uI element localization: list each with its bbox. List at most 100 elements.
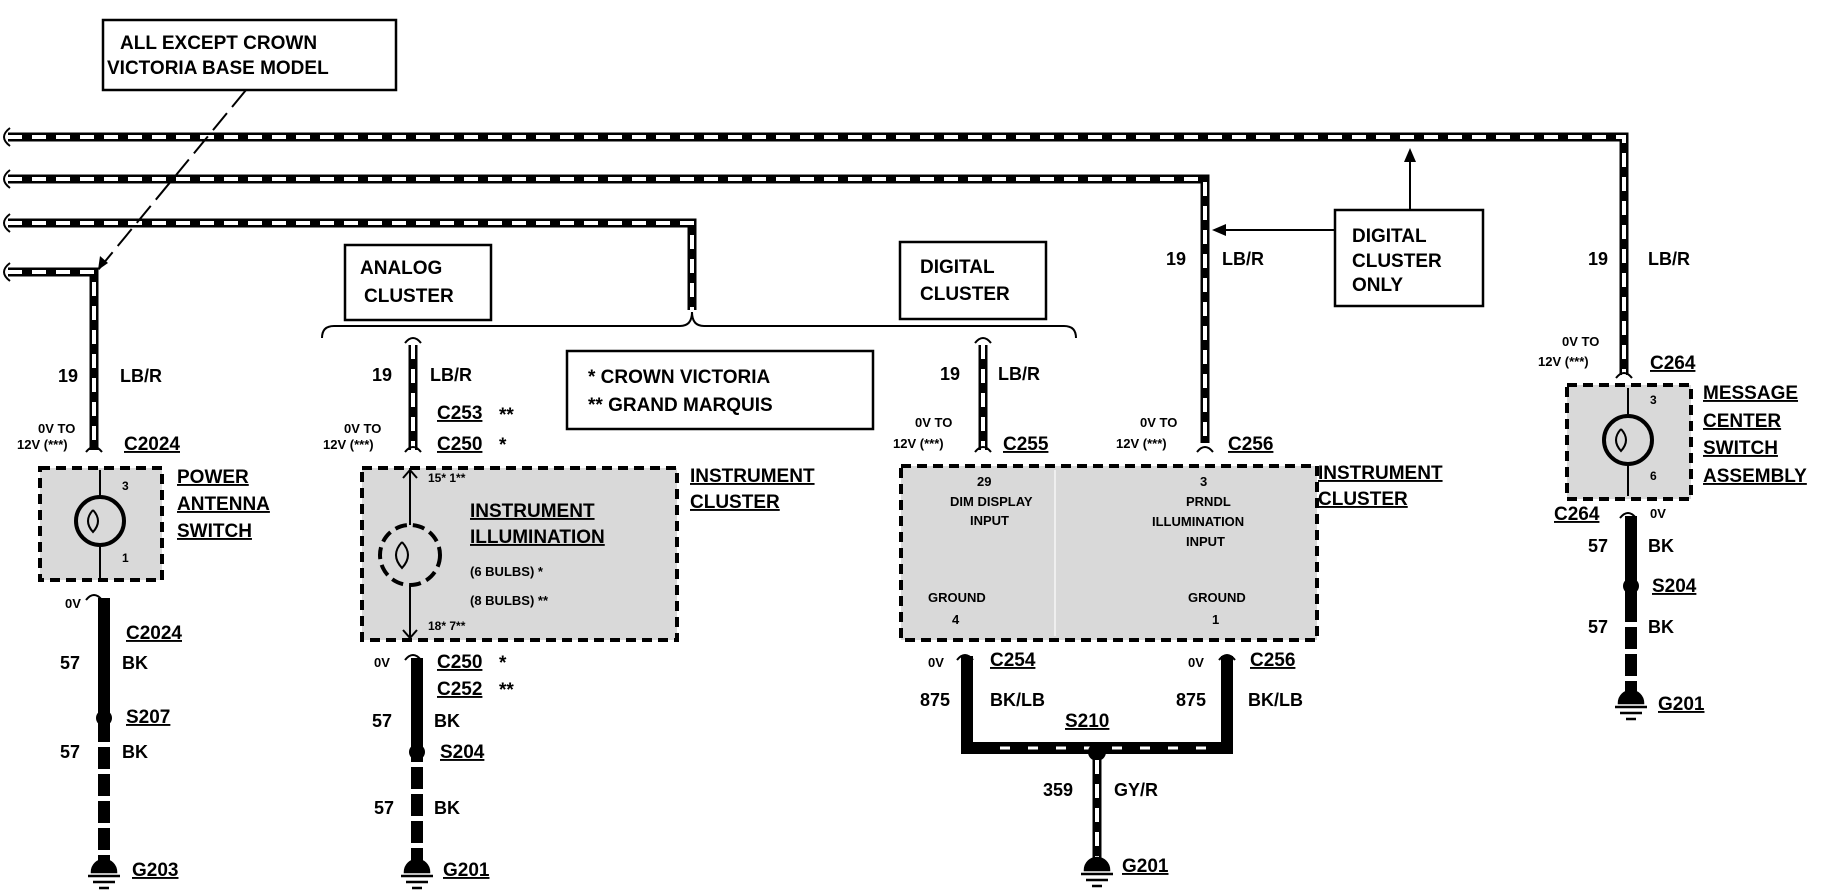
svg-text:12V (***): 12V (***) [893,436,944,451]
splice-s207 [96,710,112,726]
svg-text:LB/R: LB/R [1648,249,1690,269]
svg-text:S204: S204 [1652,576,1697,597]
svg-text:G201: G201 [1658,694,1705,715]
svg-text:BK: BK [1648,536,1674,556]
digital-cluster-section: 19 LB/R 0V TO 12V (***) C255 19 LB/R 0V … [893,249,1443,888]
svg-text:CLUSTER: CLUSTER [1352,251,1442,272]
digital-cluster-note: DIGITAL CLUSTER [898,240,1048,321]
svg-text:BK: BK [434,798,460,818]
svg-text:*: * [499,653,507,674]
svg-text:LB/R: LB/R [1222,249,1264,269]
svg-text:57: 57 [1588,536,1608,556]
svg-text:ILLUMINATION: ILLUMINATION [470,527,605,548]
svg-text:GROUND: GROUND [1188,590,1246,605]
svg-text:MESSAGE: MESSAGE [1703,383,1798,404]
bulb-icon [378,523,442,587]
svg-text:CLUSTER: CLUSTER [364,286,454,307]
svg-text:C252: C252 [437,679,482,700]
svg-text:VICTORIA BASE MODEL: VICTORIA BASE MODEL [107,58,329,79]
svg-text:19: 19 [58,366,78,386]
svg-text:GROUND: GROUND [928,590,986,605]
svg-text:PRNDL: PRNDL [1186,494,1231,509]
svg-text:3: 3 [122,479,129,493]
svg-text:19: 19 [1588,249,1608,269]
svg-text:POWER: POWER [177,467,249,488]
svg-text:57: 57 [60,653,80,673]
svg-text:C254: C254 [990,650,1036,671]
svg-text:DIGITAL: DIGITAL [1352,226,1427,247]
svg-text:12V (***): 12V (***) [1116,436,1167,451]
svg-text:875: 875 [920,690,950,710]
wire-bus [3,127,1629,450]
svg-text:BK: BK [122,653,148,673]
svg-text:C253: C253 [437,403,482,424]
svg-text:CLUSTER: CLUSTER [690,492,780,513]
svg-text:0V TO: 0V TO [915,415,952,430]
svg-text:INSTRUMENT: INSTRUMENT [1318,463,1443,484]
svg-text:0V: 0V [928,655,944,670]
svg-text:12V (***): 12V (***) [1538,354,1589,369]
svg-text:CLUSTER: CLUSTER [1318,489,1408,510]
except-note: ALL EXCEPT CROWN VICTORIA BASE MODEL [97,18,398,271]
svg-text:CLUSTER: CLUSTER [920,284,1010,305]
svg-text:LB/R: LB/R [430,365,472,385]
svg-text:29: 29 [977,474,991,489]
svg-text:C256: C256 [1250,650,1295,671]
svg-text:C256: C256 [1228,434,1273,455]
svg-text:BK: BK [1648,617,1674,637]
svg-text:G201: G201 [1122,856,1169,877]
svg-text:C264: C264 [1650,353,1696,374]
svg-text:*: * [499,435,507,456]
svg-text:57: 57 [374,798,394,818]
svg-text:(8 BULBS) **: (8 BULBS) ** [470,593,549,608]
svg-text:4: 4 [952,612,960,627]
svg-text:359: 359 [1043,780,1073,800]
svg-text:**: ** [499,405,514,426]
svg-text:S210: S210 [1065,711,1109,732]
svg-text:6: 6 [1650,469,1657,483]
svg-text:0V: 0V [1188,655,1204,670]
svg-text:DIM DISPLAY: DIM DISPLAY [950,494,1033,509]
svg-text:0V TO: 0V TO [344,421,381,436]
svg-text:C250: C250 [437,434,482,455]
svg-text:SWITCH: SWITCH [1703,438,1778,459]
digital-only-note: DIGITAL CLUSTER ONLY [1212,148,1485,308]
svg-text:BK/LB: BK/LB [1248,690,1303,710]
svg-text:ANALOG: ANALOG [360,258,442,279]
svg-text:15* 1**: 15* 1** [428,471,466,485]
svg-text:0V TO: 0V TO [1562,334,1599,349]
ground-icon [1615,689,1647,721]
svg-text:* CROWN VICTORIA: * CROWN VICTORIA [588,367,771,388]
svg-text:ANTENNA: ANTENNA [177,494,270,515]
svg-text:C255: C255 [1003,434,1049,455]
svg-text:57: 57 [1588,617,1608,637]
svg-text:BK: BK [434,711,460,731]
svg-text:(6 BULBS) *: (6 BULBS) * [470,564,544,579]
svg-text:INPUT: INPUT [1186,534,1225,549]
svg-text:0V TO: 0V TO [1140,415,1177,430]
power-antenna-section: 19 LB/R 0V TO 12V (***) C2024 3 1 POWER … [17,366,270,890]
splice-s204-message [1623,578,1639,594]
svg-text:CENTER: CENTER [1703,411,1781,432]
ground-icon [401,858,433,890]
svg-text:S207: S207 [126,707,170,728]
splice-s204-analog [409,744,425,760]
svg-text:GY/R: GY/R [1114,780,1158,800]
svg-text:3: 3 [1200,474,1207,489]
svg-text:12V (***): 12V (***) [17,437,68,452]
svg-text:0V: 0V [65,596,81,611]
svg-text:1: 1 [1212,612,1219,627]
splice-s210 [1088,743,1106,761]
svg-text:ASSEMBLY: ASSEMBLY [1703,466,1807,487]
svg-text:57: 57 [372,711,392,731]
svg-text:19: 19 [940,364,960,384]
svg-text:LB/R: LB/R [120,366,162,386]
svg-text:SWITCH: SWITCH [177,521,252,542]
svg-text:INSTRUMENT: INSTRUMENT [470,501,595,522]
svg-text:19: 19 [372,365,392,385]
analog-cluster-section: 19 LB/R C253 ** 0V TO 12V (***) C250 * 1… [323,337,815,890]
svg-text:C2024: C2024 [124,434,180,455]
svg-text:3: 3 [1650,393,1657,407]
digital-instrument-cluster [899,464,1319,642]
